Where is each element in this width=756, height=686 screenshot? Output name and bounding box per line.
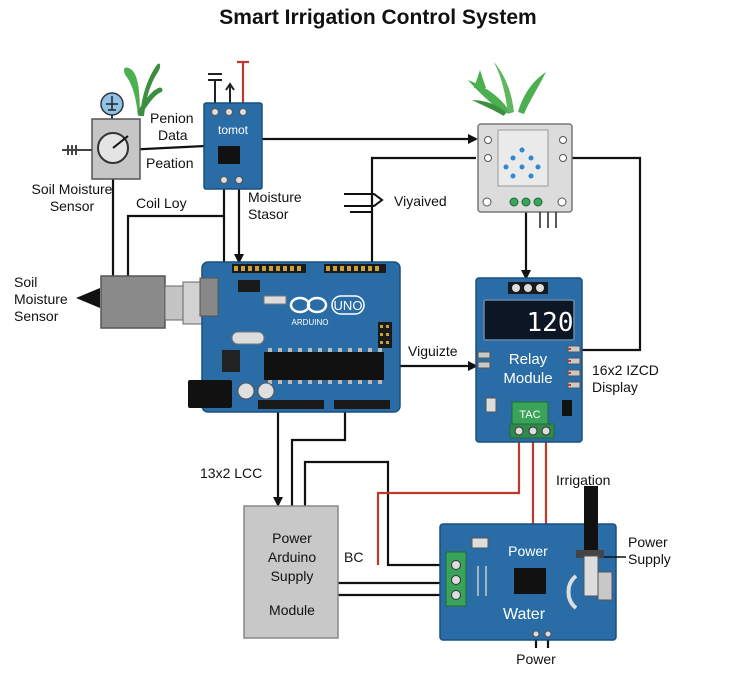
label-coil-loy: Coil Loy <box>136 195 187 211</box>
relay-display-value: 120 <box>527 308 574 338</box>
label-power-supply-2: Supply <box>628 551 671 567</box>
label-soil-left-2: Moisture <box>14 291 68 307</box>
water-pump-board: Power Water <box>439 486 617 641</box>
power-box-label-4: Module <box>269 602 315 618</box>
label-soil-sensor-top-1: Soil Moisture <box>32 181 113 197</box>
irrigation-valve <box>468 62 573 228</box>
sensor-chip-label: tomot <box>218 123 249 137</box>
wires <box>108 62 642 648</box>
power-box-label-2: Arduino <box>268 549 316 565</box>
label-soil-sensor-top-2: Sensor <box>50 198 95 214</box>
relay-label-1: Relay <box>509 351 548 368</box>
label-stasor: Stasor <box>248 206 289 222</box>
label-viguizte: Viguizte <box>408 343 458 359</box>
label-bc: BC <box>344 549 363 565</box>
label-penion: Penion <box>150 110 194 126</box>
water-board-label-2: Water <box>503 606 546 623</box>
label-viyaived: Viyaived <box>394 193 447 209</box>
label-lcd-display-1: 16x2 IZCD <box>592 362 659 378</box>
switch-symbol <box>344 193 384 213</box>
power-box-label-3: Supply <box>271 568 314 584</box>
relay-module: 120 Relay Module TAC <box>475 277 583 443</box>
diagram-title: Smart Irrigation Control System <box>219 6 536 29</box>
power-supply-module: Power Arduino Supply Module <box>243 505 339 639</box>
soil-moisture-probe <box>76 275 222 329</box>
power-box-label-1: Power <box>272 530 312 546</box>
soil-moisture-gauge <box>62 63 163 180</box>
label-soil-left-3: Sensor <box>14 308 59 324</box>
relay-terminal-label: TAC <box>519 409 540 421</box>
arduino-uno-board: UNO ARDUINO <box>188 261 401 413</box>
arduino-brand-label: ARDUINO <box>292 318 329 327</box>
water-board-label-1: Power <box>508 543 548 559</box>
sensor-chip-module: tomot <box>203 60 263 190</box>
label-data: Data <box>158 127 188 143</box>
label-power-bottom: Power <box>516 651 556 667</box>
arduino-model-label: UNO <box>334 298 363 313</box>
label-lcc: 13x2 LCC <box>200 465 262 481</box>
plant-icon <box>124 67 140 116</box>
label-irrigation: Irrigation <box>556 472 610 488</box>
label-soil-left-1: Soil <box>14 274 37 290</box>
relay-label-2: Module <box>503 370 552 387</box>
annotations: Penion Data Peation Soil Moisture Sensor… <box>14 110 671 667</box>
label-power-supply-1: Power <box>628 534 668 550</box>
label-lcd-display-2: Display <box>592 379 638 395</box>
plant-icon-valve <box>468 80 510 114</box>
label-peation: Peation <box>146 155 193 171</box>
label-moisture: Moisture <box>248 189 302 205</box>
